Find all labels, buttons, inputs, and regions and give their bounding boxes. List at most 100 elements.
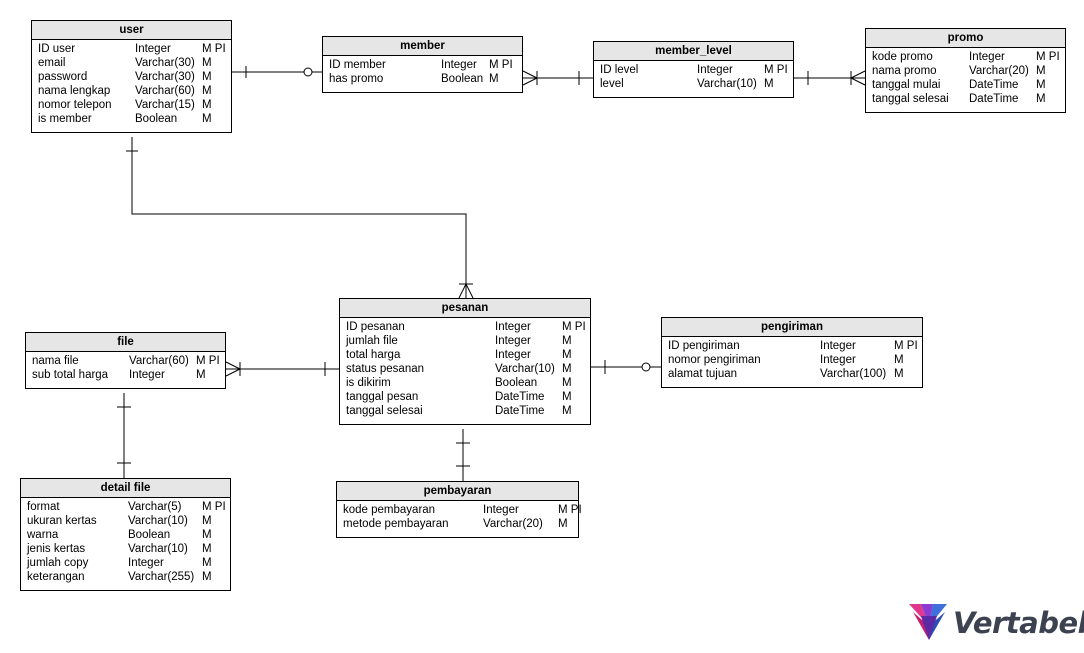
attribute-flags: M [562,335,572,347]
attribute-type: Varchar(20) [969,65,1029,77]
vertabelo-logo: Vertabelo [907,600,1084,646]
attribute-type: Varchar(30) [135,71,195,83]
attribute-flags: M [202,557,212,569]
attribute-name: email [38,57,66,69]
attribute-flags: M [202,515,212,527]
attribute-flags: M [1036,79,1046,91]
entity-title: pengiriman [662,318,922,337]
attribute-flags: M PI [202,43,226,55]
entity-title: pesanan [340,299,590,318]
attribute-type: Integer [483,504,519,516]
attribute-name: jumlah copy [27,557,89,569]
relationship-pesanan-pengiriman[interactable] [591,360,661,374]
attribute-type: DateTime [495,405,545,417]
relationship-member-level-promo[interactable] [794,70,866,86]
attribute-type: Integer [441,59,477,71]
attribute-flags: M [558,518,568,530]
attribute-name: nama file [32,355,79,367]
attribute-name: has promo [329,73,384,85]
attribute-flags: M PI [558,504,582,516]
relationship-member-member-level[interactable] [522,70,593,86]
attribute-flags: M [562,377,572,389]
attribute-type: Integer [495,321,531,333]
attribute-flags: M PI [1036,51,1060,63]
relationship-pesanan-pembayaran[interactable] [456,429,470,481]
attribute-flags: M [196,369,206,381]
relationship-pesanan-file[interactable] [225,361,339,377]
attribute-name: tanggal mulai [872,79,941,91]
attribute-type: DateTime [969,79,1019,91]
attribute-name: ID user [38,43,76,55]
attribute-flags: M PI [764,64,788,76]
attribute-flags: M [894,354,904,366]
attribute-flags: M [202,571,212,583]
attribute-type: Varchar(10) [128,543,188,555]
entity-title: member_level [594,42,793,61]
relationship-file-detail-file[interactable] [117,393,131,478]
attribute-type: Integer [135,43,171,55]
attribute-row[interactable]: tanggal mulai DateTime M [866,78,1065,92]
attribute-type: Integer [820,340,856,352]
relationship-user-pesanan[interactable] [126,137,474,299]
attribute-flags: M [1036,65,1046,77]
attribute-type: Varchar(10) [128,515,188,527]
attribute-name: ID pesanan [346,321,405,333]
attribute-name: keterangan [27,571,85,583]
attribute-type: Varchar(60) [129,355,189,367]
attribute-flags: M PI [894,340,918,352]
entity-title: pembayaran [337,482,578,501]
relationship-user-member[interactable] [232,66,322,78]
attribute-type: Boolean [128,529,171,541]
attribute-row[interactable]: ID user Integer M PI [32,42,231,56]
attribute-flags: M [562,405,572,417]
attribute-flags: M [562,363,572,375]
attribute-flags: M PI [489,59,513,71]
attribute-name: password [38,71,88,83]
attribute-name: kode promo [872,51,933,63]
